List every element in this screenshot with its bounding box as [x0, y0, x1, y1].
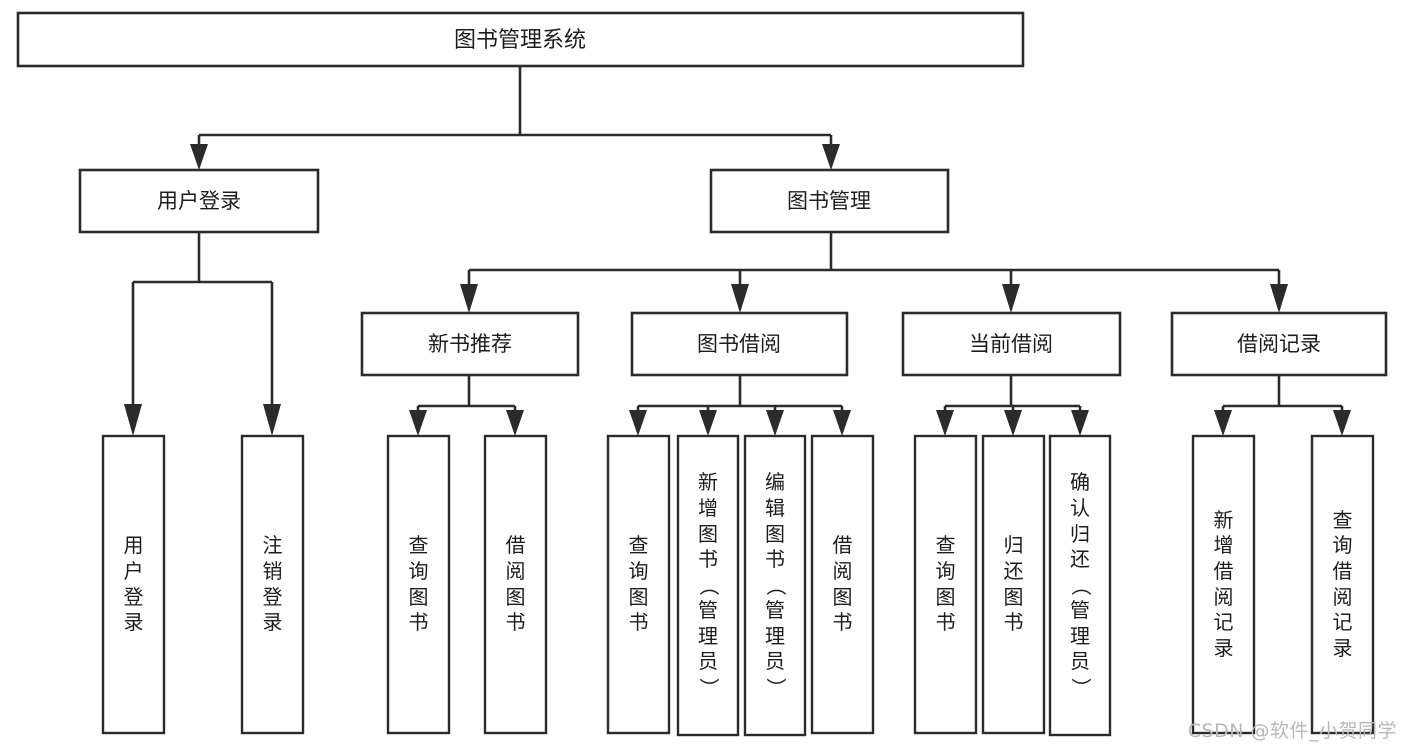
arrow-head-icon	[190, 144, 208, 170]
leaf-box[interactable]	[913, 434, 978, 735]
arrow-head-icon	[1214, 410, 1232, 436]
arrow-head-icon	[629, 410, 647, 436]
node-borrow-record-box[interactable]	[1170, 311, 1388, 377]
node-root-label: 图书管理系统	[454, 28, 586, 53]
node-book-management-label: 图书管理	[787, 189, 871, 213]
leaf-box[interactable]	[676, 434, 740, 737]
leaf-box[interactable]	[743, 434, 807, 737]
arrow-head-icon	[1002, 284, 1020, 313]
arrow-head-icon	[263, 404, 281, 436]
arrow-head-icon	[766, 410, 784, 436]
arrow-head-icon	[936, 410, 954, 436]
leaf-box[interactable]	[483, 434, 548, 735]
arrow-head-icon	[1270, 284, 1288, 313]
leaf-box[interactable]	[981, 434, 1046, 735]
connector-group-bookborrow-to-leaves	[629, 375, 851, 436]
node-new-book-recommend-box[interactable]	[360, 311, 580, 377]
connector-group-borrow-record-to-leaves	[1214, 375, 1351, 436]
connector-group-newbook-to-leaves	[409, 375, 524, 436]
node-current-borrow-label: 当前借阅	[969, 332, 1053, 356]
node-borrow-record-label: 借阅记录	[1237, 332, 1321, 356]
arrow-head-icon	[506, 410, 524, 436]
node-user-login-label: 用户登录	[157, 189, 241, 213]
node-book-borrow-label: 图书借阅	[697, 332, 781, 356]
leaf-box[interactable]	[1310, 434, 1375, 735]
leaf-box[interactable]	[240, 434, 305, 735]
node-root-box[interactable]	[16, 11, 1025, 68]
leaf-box[interactable]	[101, 434, 166, 735]
node-user-login-box[interactable]	[78, 168, 320, 234]
leaf-box[interactable]	[810, 434, 875, 735]
arrow-head-icon	[460, 284, 478, 313]
node-book-management-box[interactable]	[709, 168, 950, 234]
node-book-borrow-box[interactable]	[630, 311, 849, 377]
arrow-head-icon	[1333, 410, 1351, 436]
arrow-head-icon	[409, 410, 427, 436]
leaf-box[interactable]	[386, 434, 451, 735]
leaf-box[interactable]	[1048, 434, 1112, 737]
connector-group-root-to-level2	[190, 66, 840, 170]
arrow-head-icon	[833, 410, 851, 436]
leaf-box[interactable]	[1191, 434, 1256, 735]
arrow-head-icon	[1004, 410, 1022, 436]
connector-group-user-login-to-leaves	[124, 232, 281, 436]
arrow-head-icon	[124, 404, 142, 436]
node-current-borrow-box[interactable]	[901, 311, 1122, 377]
arrow-head-icon	[822, 144, 840, 170]
leaf-box[interactable]	[606, 434, 671, 735]
node-new-book-recommend-label: 新书推荐	[428, 332, 512, 356]
csdn-watermark: CSDN @软件_小贺同学	[1187, 720, 1397, 742]
arrow-head-icon	[731, 284, 749, 313]
arrow-head-icon	[699, 410, 717, 436]
connector-group-book-mgmt-to-level3	[460, 232, 1288, 313]
connector-group-current-borrow-to-leaves	[936, 375, 1089, 436]
arrow-head-icon	[1071, 410, 1089, 436]
